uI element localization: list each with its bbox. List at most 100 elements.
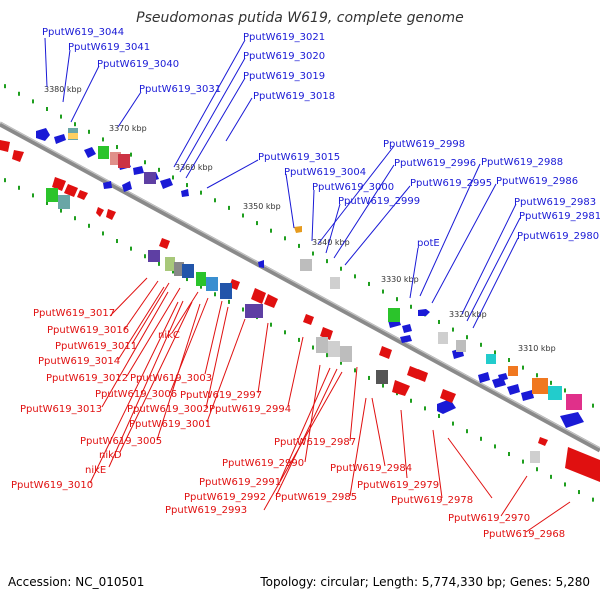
gene-label[interactable]: PputW619_2970 [448, 513, 530, 524]
gene-arrow[interactable] [400, 335, 412, 343]
gene-label[interactable]: PputW619_2997 [180, 390, 262, 401]
gene-arrow[interactable] [294, 226, 302, 233]
gene-label[interactable]: nikC [158, 330, 180, 341]
gene-label[interactable]: PputW619_3031 [139, 84, 221, 95]
gene-label[interactable]: PputW619_3004 [284, 167, 366, 178]
gene-label[interactable]: PputW619_2984 [330, 463, 412, 474]
gene-arrow[interactable] [320, 327, 333, 340]
gene-label[interactable]: PputW619_3011 [55, 341, 137, 352]
scale-label: 3310 kbp [518, 344, 556, 353]
gene-arrow[interactable] [392, 380, 410, 396]
scale-labels: 3380 kbp 3370 kbp 3360 kbp 3350 kbp 3340… [44, 85, 556, 353]
gene-label[interactable]: PputW619_2968 [483, 529, 565, 540]
feature-block [532, 378, 548, 394]
gene-label[interactable]: PputW619_2990 [222, 458, 304, 469]
gene-label[interactable]: PputW619_3017 [33, 308, 115, 319]
gene-arrow[interactable] [36, 128, 50, 141]
gene-arrow[interactable] [84, 147, 96, 158]
gene-label[interactable]: PputW619_3003 [130, 373, 212, 384]
gene-label[interactable]: potE [417, 238, 440, 249]
gene-label[interactable]: PputW619_2987 [274, 437, 356, 448]
gene-arrow[interactable] [54, 134, 66, 144]
gene-label[interactable]: PputW619_2983 [514, 197, 596, 208]
gene-label[interactable]: PputW619_3002 [127, 404, 209, 415]
gene-arrow[interactable] [251, 288, 266, 304]
gene-arrow[interactable] [106, 209, 116, 220]
gene-arrow[interactable] [379, 346, 392, 359]
gene-arrow[interactable] [440, 389, 456, 403]
gene-arrow[interactable] [402, 324, 412, 333]
feature-block [68, 133, 78, 139]
gene-label[interactable]: PputW619_3005 [80, 436, 162, 447]
gene-label[interactable]: PputW619_3014 [38, 356, 120, 367]
gene-label[interactable]: PputW619_3006 [95, 389, 177, 400]
feature-block [58, 195, 70, 209]
tick-dot [522, 459, 524, 464]
gene-label[interactable]: nikD [99, 450, 122, 461]
gene-label[interactable]: PputW619_3044 [42, 27, 124, 38]
gene-arrow[interactable] [521, 390, 534, 401]
gene-label[interactable]: PputW619_3040 [97, 59, 179, 70]
gene-arrow[interactable] [0, 140, 10, 152]
gene-label[interactable]: PputW619_3041 [68, 42, 150, 53]
gene-label[interactable]: PputW619_2991 [199, 477, 281, 488]
gene-arrow[interactable] [64, 184, 78, 197]
gene-label[interactable]: PputW619_2986 [496, 176, 578, 187]
gene-arrow[interactable] [303, 314, 314, 325]
gene-arrow[interactable] [96, 207, 104, 217]
gene-label[interactable]: PputW619_2985 [275, 492, 357, 503]
gene-label[interactable]: PputW619_2996 [394, 158, 476, 169]
gene-arrow[interactable] [560, 412, 584, 428]
gene-label[interactable]: PputW619_3018 [253, 91, 335, 102]
gene-arrow[interactable] [565, 447, 600, 482]
gene-label[interactable]: PputW619_2992 [184, 492, 266, 503]
feature-block [220, 283, 232, 299]
gene-label[interactable]: PputW619_3021 [243, 32, 325, 43]
gene-label[interactable]: PputW619_2978 [391, 495, 473, 506]
gene-label[interactable]: PputW619_3015 [258, 152, 340, 163]
feature-block [165, 257, 175, 271]
gene-label[interactable]: PputW619_3000 [312, 182, 394, 193]
gene-label[interactable]: PputW619_2981 [519, 211, 600, 222]
gene-arrow[interactable] [264, 294, 278, 308]
gene-arrow[interactable] [258, 260, 264, 268]
gene-label[interactable]: PputW619_2988 [481, 157, 563, 168]
gene-arrow[interactable] [160, 178, 173, 189]
gene-label[interactable]: PputW619_3020 [243, 51, 325, 62]
gene-arrow[interactable] [12, 150, 24, 162]
gene-arrow[interactable] [122, 181, 132, 192]
gene-arrow[interactable] [437, 399, 456, 414]
gene-label[interactable]: PputW619_3013 [20, 404, 102, 415]
gene-arrow[interactable] [418, 309, 430, 316]
gene-label[interactable]: PputW619_2993 [165, 505, 247, 516]
gene-arrow[interactable] [181, 189, 189, 197]
gene-arrow[interactable] [159, 238, 170, 249]
gene-label[interactable]: PputW619_3001 [129, 419, 211, 430]
gene-arrow[interactable] [77, 190, 88, 200]
gene-arrow[interactable] [133, 166, 144, 175]
gene-label[interactable]: nikE [85, 465, 106, 476]
gene-arrow[interactable] [538, 437, 548, 446]
gene-label[interactable]: PputW619_3016 [47, 325, 129, 336]
gene-arrow[interactable] [498, 373, 508, 381]
gene-label[interactable]: PputW619_2998 [383, 139, 465, 150]
tick-dot [172, 175, 174, 180]
tick-dot [102, 137, 104, 142]
gene-label[interactable]: PputW619_2995 [410, 178, 492, 189]
gene-arrow[interactable] [415, 369, 428, 382]
gene-arrow[interactable] [478, 372, 490, 383]
gene-label[interactable]: PputW619_2994 [209, 404, 291, 415]
tick-dot [438, 413, 440, 418]
gene-label[interactable]: PputW619_2979 [357, 480, 439, 491]
tick-dot [214, 292, 216, 297]
gene-label[interactable]: PputW619_2999 [338, 196, 420, 207]
gene-arrow[interactable] [103, 181, 112, 189]
gene-arrow[interactable] [52, 177, 66, 191]
tick-dot [312, 345, 314, 350]
gene-label[interactable]: PputW619_3012 [46, 373, 128, 384]
gene-label[interactable]: PputW619_2980 [517, 231, 599, 242]
gene-arrow[interactable] [507, 384, 520, 395]
tick-dot [60, 114, 62, 119]
gene-label[interactable]: PputW619_3019 [243, 71, 325, 82]
gene-label[interactable]: PputW619_3010 [11, 480, 93, 491]
